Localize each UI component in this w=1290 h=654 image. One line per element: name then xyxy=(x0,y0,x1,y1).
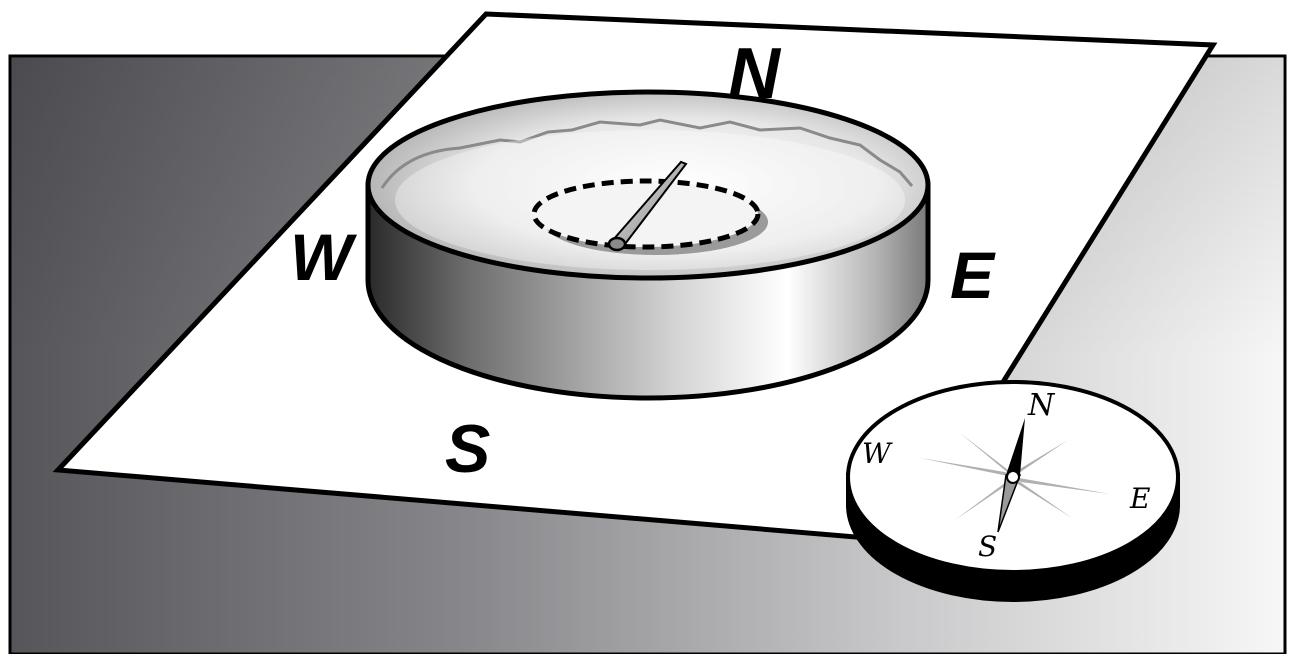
pocket-needle-pivot xyxy=(1007,471,1019,483)
map-label-west: W xyxy=(290,220,357,294)
compass-label-north: N xyxy=(1027,388,1056,423)
map-label-south: S xyxy=(445,411,490,487)
pocket-compass: N W E S xyxy=(848,382,1178,600)
map-label-east: E xyxy=(950,238,996,312)
water-bowl xyxy=(368,92,928,398)
compass-label-south: S xyxy=(978,530,997,563)
compass-label-east: E xyxy=(1129,482,1150,515)
needle-head xyxy=(609,238,625,250)
compass-label-west: W xyxy=(862,437,893,470)
